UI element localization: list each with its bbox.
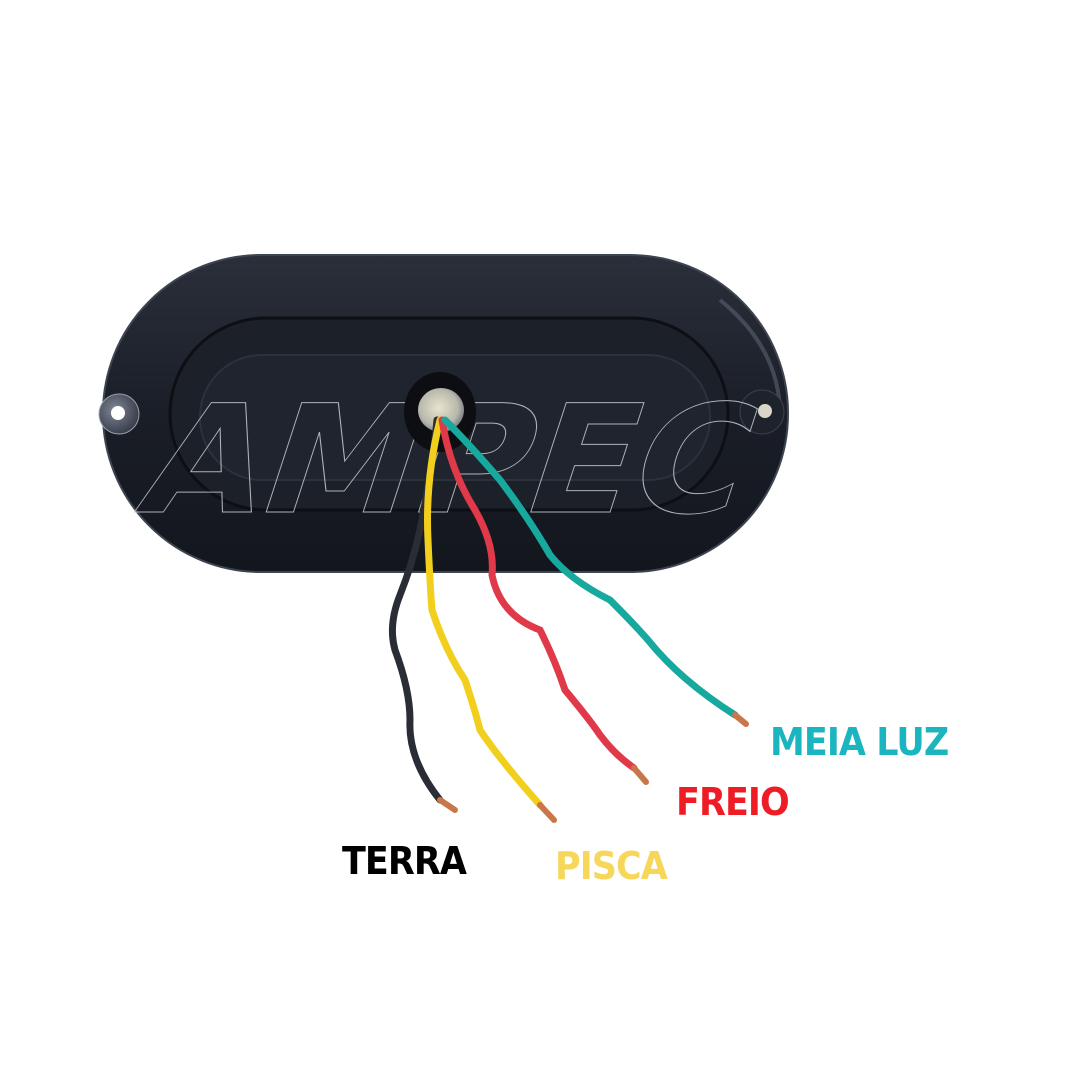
label-pisca: PISCA — [555, 844, 668, 888]
label-terra: TERRA — [342, 839, 467, 883]
mounting-hole-left — [98, 393, 140, 435]
wire-freio — [438, 416, 649, 785]
wire-meia-luz — [441, 416, 749, 727]
wire-pisca — [424, 416, 557, 823]
label-meia-luz: MEIA LUZ — [770, 720, 949, 764]
label-freio: FREIO — [676, 780, 790, 824]
mounting-hole-right — [739, 389, 785, 435]
